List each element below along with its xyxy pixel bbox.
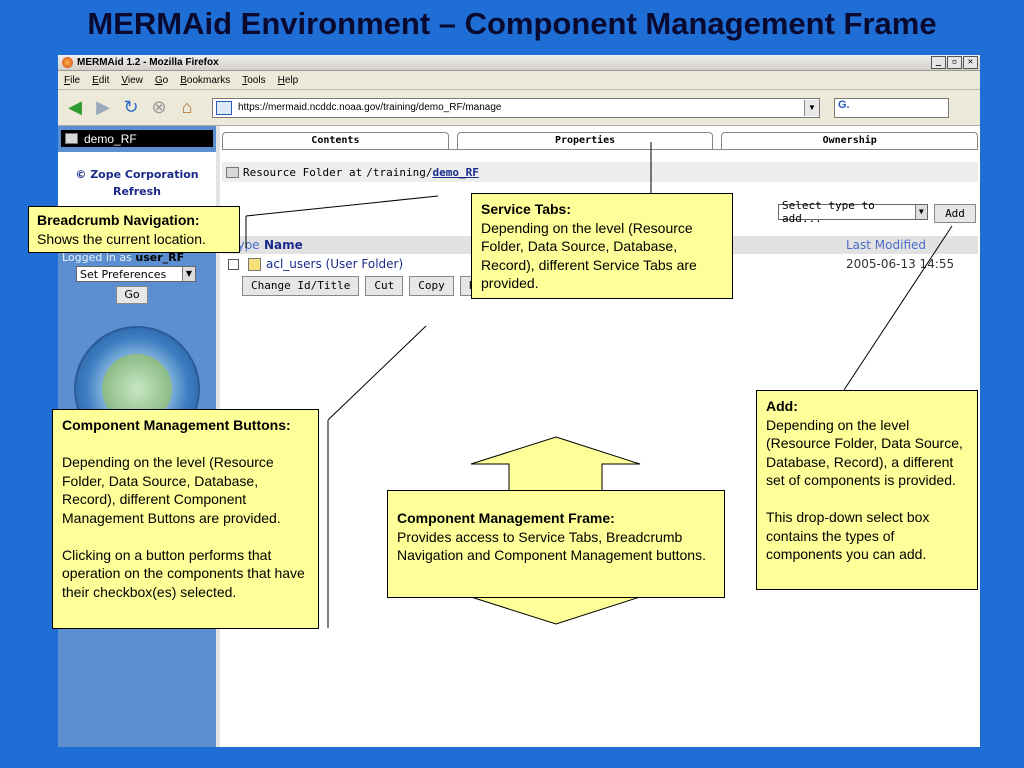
- menu-go[interactable]: Go: [154, 74, 169, 86]
- add-type-select[interactable]: Select type to add... ▼: [778, 199, 928, 225]
- firefox-icon: [62, 57, 73, 68]
- callout-add-body1: Depending on the level (Resource Folder,…: [766, 416, 963, 489]
- callout-breadcrumb-title: Breadcrumb Navigation:: [37, 212, 200, 228]
- slide-title: MERMAid Environment – Component Manageme…: [87, 6, 937, 41]
- tab-ownership[interactable]: Ownership: [721, 132, 978, 149]
- refresh-link[interactable]: Refresh: [113, 185, 161, 198]
- buttons-connector: [327, 325, 427, 421]
- menu-bar: File Edit View Go Bookmarks Tools Help: [58, 71, 980, 90]
- callout-service-tabs-body: Depending on the level (Resource Folder,…: [481, 219, 697, 292]
- reload-icon[interactable]: ↻: [123, 97, 139, 117]
- preferences-select-value: Set Preferences: [80, 267, 167, 281]
- menu-file[interactable]: File: [64, 74, 81, 86]
- chevron-down-icon: ▼: [182, 267, 195, 281]
- callout-breadcrumb-body: Shows the current location.: [37, 230, 206, 247]
- table-row: acl_users (User Folder) 2005-06-13 14:55: [222, 256, 978, 274]
- add-type-select-value: Select type to add...: [782, 199, 875, 225]
- menu-edit[interactable]: Edit: [92, 74, 110, 86]
- change-id-title-button[interactable]: Change Id/Title: [242, 276, 360, 296]
- minimize-button[interactable]: _: [931, 56, 946, 69]
- row-name-link[interactable]: acl_users (User Folder): [266, 257, 404, 271]
- tab-divider: [222, 149, 978, 150]
- tab-contents[interactable]: Contents: [222, 132, 449, 149]
- folder-icon: [65, 133, 78, 144]
- callout-component-buttons: Component Management Buttons: Depending …: [52, 409, 319, 629]
- home-icon[interactable]: ⌂: [181, 97, 193, 117]
- left-pane-title: demo_RF: [84, 131, 137, 146]
- url-bar[interactable]: https://mermaid.ncddc.noaa.gov/training/…: [212, 97, 820, 118]
- copy-button[interactable]: Copy: [409, 276, 454, 296]
- column-last-modified[interactable]: Last Modified: [846, 238, 927, 252]
- window-titlebar: MERMAid 1.2 - Mozilla Firefox _ ▫ ✕: [58, 55, 980, 71]
- go-button[interactable]: Go: [116, 286, 148, 304]
- back-icon[interactable]: ◀: [68, 97, 82, 117]
- logged-in-label: Logged in as: [62, 251, 132, 264]
- add-button[interactable]: Add: [934, 204, 976, 223]
- chevron-down-icon[interactable]: ▼: [804, 99, 819, 116]
- chevron-down-icon: ▼: [914, 205, 927, 219]
- tab-properties[interactable]: Properties: [456, 132, 714, 149]
- url-text: https://mermaid.ncddc.noaa.gov/training/…: [238, 102, 502, 113]
- breadcrumb-prefix: Resource Folder at: [243, 165, 363, 179]
- callout-component-buttons-body1: Depending on the level (Resource Folder,…: [62, 454, 281, 526]
- column-name[interactable]: Name: [264, 238, 303, 252]
- callout-component-buttons-title: Component Management Buttons:: [62, 417, 291, 433]
- left-pane-header: demo_RF: [61, 130, 213, 147]
- callout-service-tabs: Service Tabs: Depending on the level (Re…: [471, 193, 733, 299]
- add-connector: [843, 225, 953, 391]
- breadcrumb: Resource Folder at /training/ demo_RF: [222, 162, 978, 182]
- breadcrumb-link[interactable]: demo_RF: [432, 165, 479, 179]
- row-checkbox[interactable]: [228, 259, 239, 270]
- callout-add-title: Add:: [766, 398, 798, 414]
- callout-frame-title: Component Management Frame:: [397, 510, 615, 526]
- folder-icon: [226, 166, 239, 178]
- close-button[interactable]: ✕: [963, 56, 978, 69]
- menu-tools[interactable]: Tools: [242, 74, 266, 86]
- window-title: MERMAid 1.2 - Mozilla Firefox: [77, 57, 219, 68]
- maximize-button[interactable]: ▫: [947, 56, 962, 69]
- window-controls: _ ▫ ✕: [931, 56, 980, 69]
- callout-component-buttons-body2: Clicking on a button performs that opera…: [62, 546, 305, 600]
- forward-icon[interactable]: ▶: [96, 97, 110, 117]
- stop-icon[interactable]: ⊗: [151, 97, 167, 117]
- callout-service-tabs-title: Service Tabs:: [481, 201, 572, 217]
- callout-add: Add: Depending on the level (Resource Fo…: [756, 390, 978, 590]
- callout-breadcrumb: Breadcrumb Navigation: Shows the current…: [28, 206, 240, 253]
- search-input[interactable]: G.: [834, 97, 949, 118]
- callout-frame-body: Provides access to Service Tabs, Breadcr…: [397, 528, 706, 564]
- row-modified: 2005-06-13 14:55: [846, 257, 955, 271]
- cut-button[interactable]: Cut: [365, 276, 404, 296]
- site-favicon-icon: [216, 100, 232, 115]
- callout-frame: Component Management Frame: Provides acc…: [387, 490, 725, 598]
- login-status: Logged in as user_RF: [62, 251, 184, 264]
- menu-view[interactable]: View: [121, 74, 143, 86]
- zope-link[interactable]: © Zope Corporation: [75, 168, 199, 181]
- add-controls: Select type to add... ▼ Add: [778, 199, 976, 225]
- user-folder-icon: [248, 258, 261, 271]
- callout-add-body2: This drop-down select box contains the t…: [766, 509, 930, 562]
- username: user_RF: [135, 251, 185, 264]
- menu-bookmarks[interactable]: Bookmarks: [180, 74, 231, 86]
- nav-toolbar: ◀ ▶ ↻ ⊗ ⌂ https://mermaid.ncddc.noaa.gov…: [58, 90, 980, 126]
- breadcrumb-path: /training/: [366, 165, 433, 179]
- service-tabs: Contents Properties Ownership: [220, 126, 980, 149]
- breadcrumb-connector: [245, 195, 439, 217]
- preferences-select[interactable]: Set Preferences ▼: [76, 266, 196, 282]
- menu-help[interactable]: Help: [277, 74, 299, 86]
